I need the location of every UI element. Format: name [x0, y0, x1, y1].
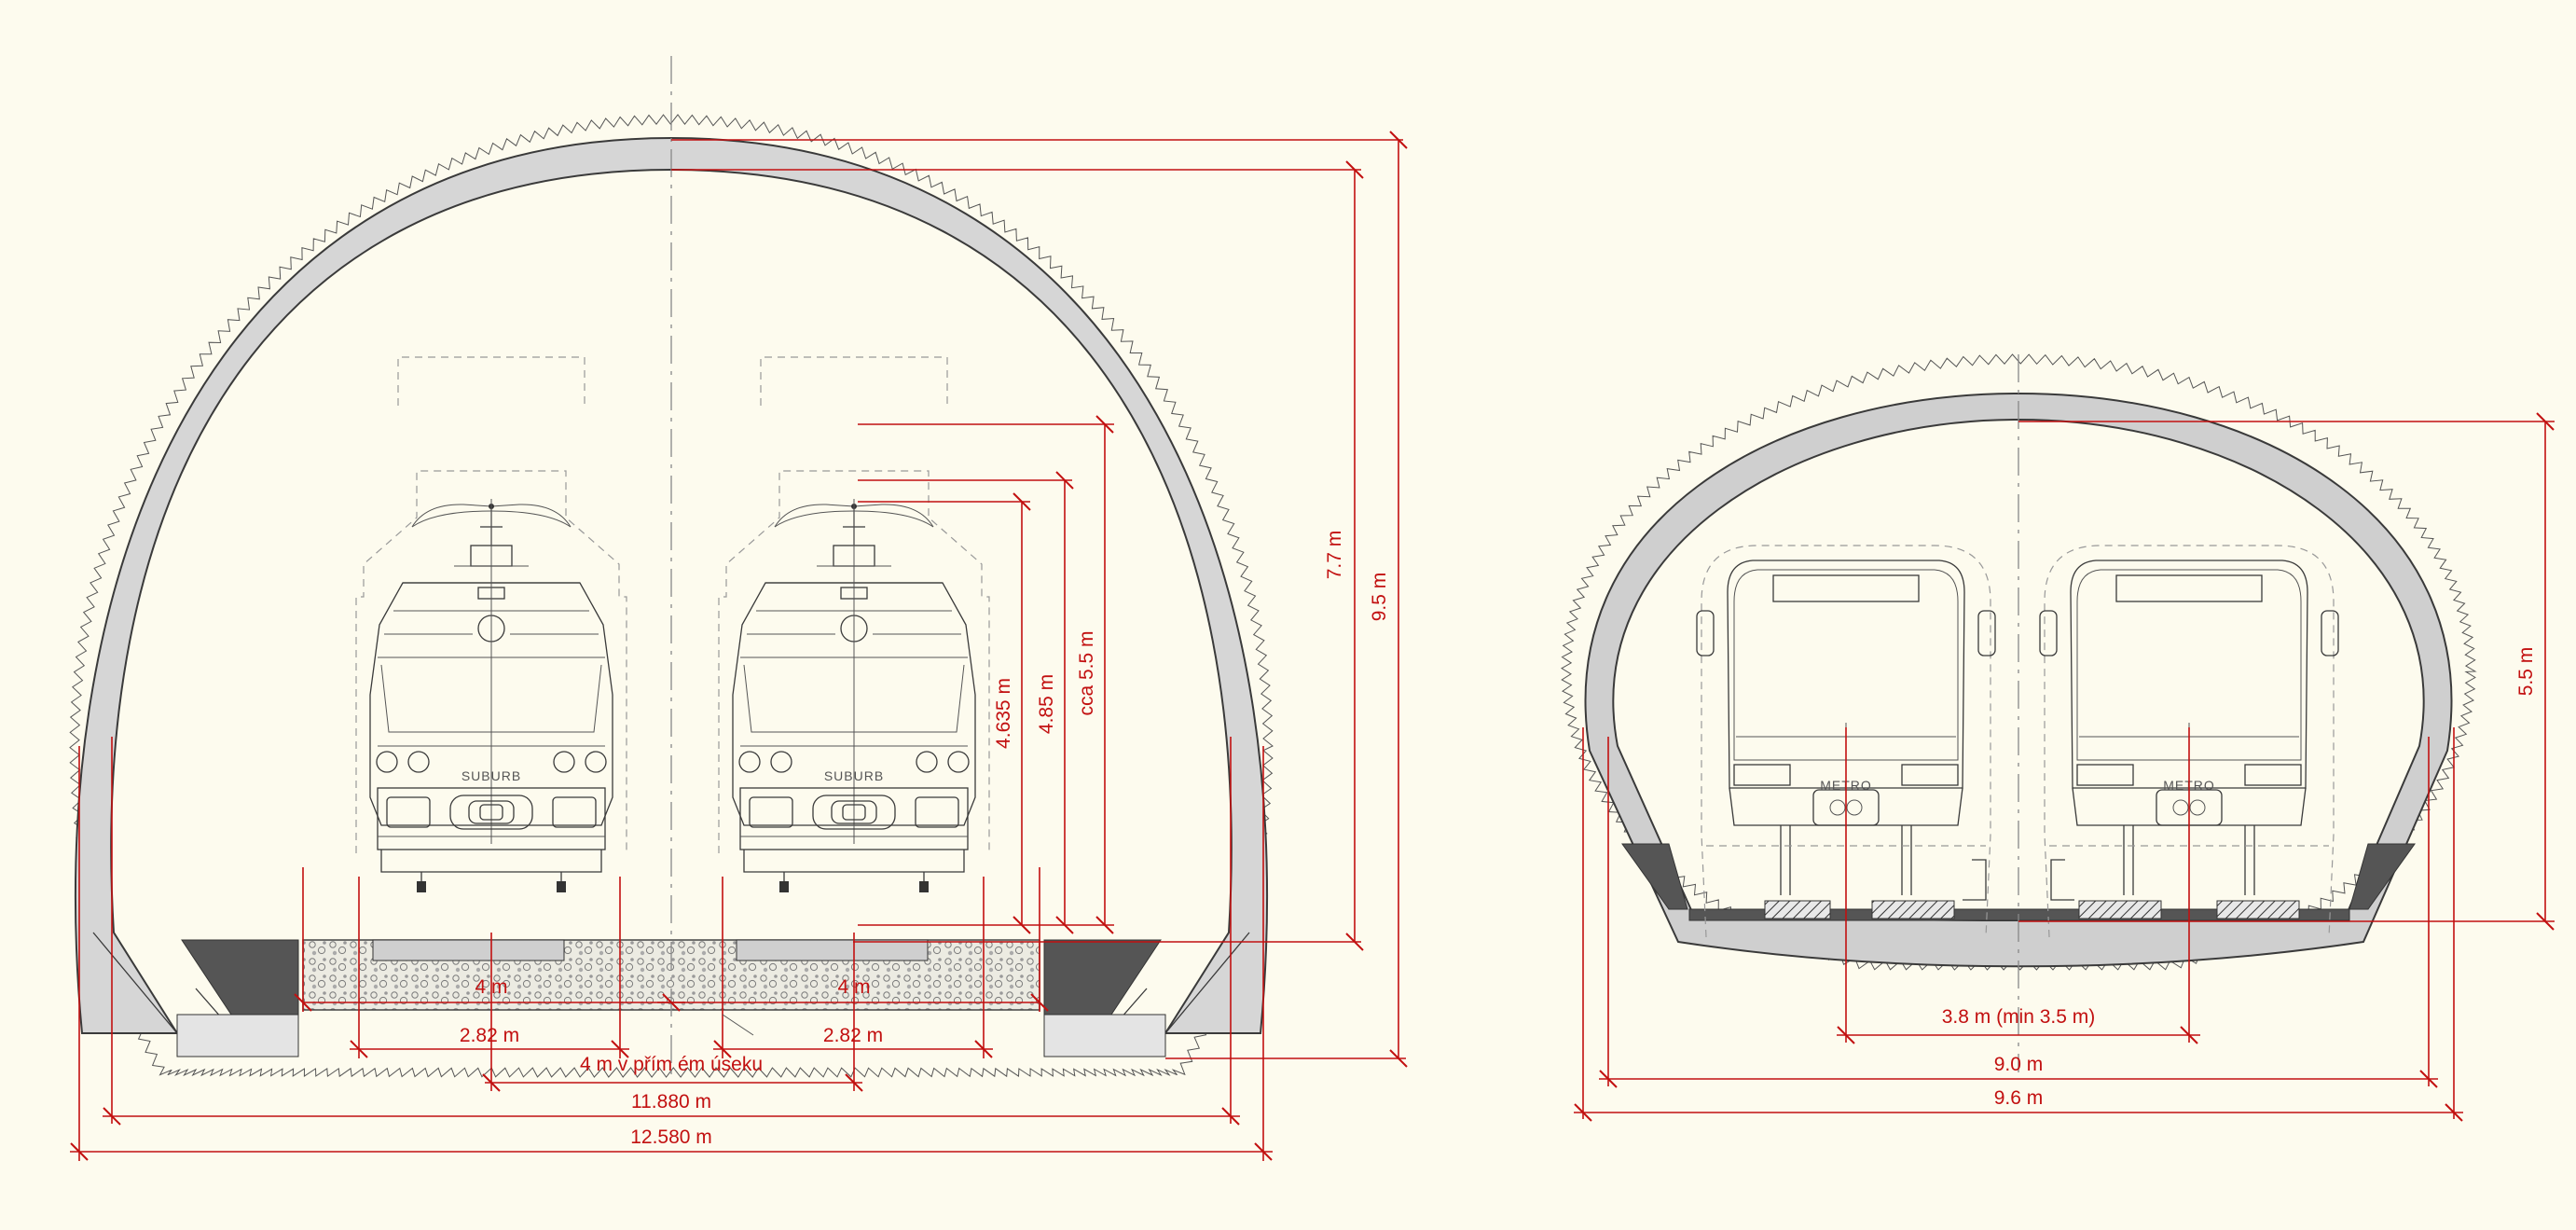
dim-outer-width: 12.580 m [630, 1126, 712, 1148]
dim-outer-height: 9.5 m [1369, 573, 1390, 622]
dim-platform-width-right: 2.82 m [823, 1025, 883, 1046]
left-vertical-dimensions: 7.7 m 9.5 m cca 5.5 m 4.85 m 4.635 m [671, 131, 1408, 1068]
dim-pantograph-height: 4.635 m [993, 678, 1014, 749]
dim-metro-track-spacing: 3.8 m (min 3.5 m) [1942, 1006, 2096, 1028]
metro-walkway-left [1621, 843, 1688, 910]
suburban-rail-tunnel-section: SUBURB SUBURB 7.7 m 9.5 m cca [69, 56, 1408, 1161]
dim-clearance-height: cca 5.5 m [1076, 630, 1097, 715]
right-dimensions: 5.5 m 3.8 m (min 3.5 m) 9.0 m 9.6 m [1574, 412, 2555, 1122]
dim-track-spacing-note: 4 m v přím ém úseku [580, 1054, 763, 1075]
vehicle-label-left-2: SUBURB [824, 768, 884, 783]
left-horizontal-dimensions: 4 m 4 m 2.82 m 2.82 m 4 m v přím ém úsek… [70, 737, 1273, 1161]
dim-metro-outer-width: 9.6 m [1994, 1087, 2044, 1109]
dim-contact-wire-height: 4.85 m [1036, 674, 1057, 734]
suburban-train-left [355, 356, 627, 893]
dim-metro-height: 5.5 m [2515, 647, 2537, 697]
metro-tunnel-section: METRO METRO 5.5 m 3.8 m (min 3.5 m) 9.0 … [1561, 353, 2555, 1122]
excavation-outline [69, 114, 1274, 1078]
tunnel-lining [75, 136, 1268, 1034]
left-walkway-block [181, 939, 299, 1016]
dim-inner-width: 11.880 m [631, 1091, 711, 1113]
dim-metro-inner-width: 9.0 m [1994, 1054, 2044, 1075]
dim-platform-width-left: 2.82 m [460, 1025, 519, 1046]
vehicle-label-left-1: SUBURB [461, 768, 521, 783]
suburban-train-right [718, 356, 990, 893]
dim-inner-height: 7.7 m [1324, 531, 1345, 580]
right-walkway-block [1043, 939, 1162, 1016]
